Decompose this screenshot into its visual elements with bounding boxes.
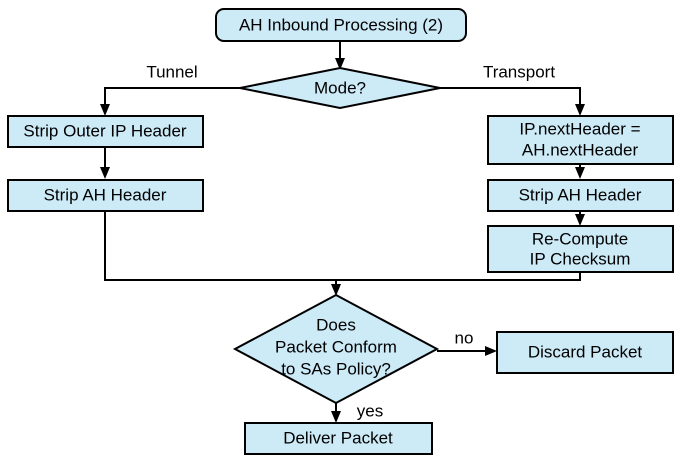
node-deliver-packet-label: Deliver Packet (283, 428, 393, 447)
edge-right-to-bus (336, 272, 581, 281)
edge-nextheader-to-stripah (575, 164, 585, 179)
node-discard-packet-label: Discard Packet (528, 342, 643, 361)
node-deliver-packet[interactable]: Deliver Packet (244, 422, 433, 455)
edge-bus-to-conform (331, 280, 341, 296)
node-recompute-ip-checksum-line1: Re-Compute (532, 229, 628, 248)
edge-label-tunnel: Tunnel (146, 62, 197, 81)
edge-stripah-to-recompute (575, 211, 585, 226)
node-conform-decision-line3: to SAs Policy? (281, 359, 391, 378)
node-conform-decision[interactable]: Does Packet Conform to SAs Policy? (232, 293, 440, 405)
edge-left-to-bus (104, 211, 336, 281)
node-strip-outer-ip-header[interactable]: Strip Outer IP Header (7, 115, 204, 148)
edge-mode-transport (440, 87, 585, 116)
node-conform-decision-line2: Packet Conform (275, 337, 397, 356)
node-strip-ah-header-tunnel[interactable]: Strip AH Header (7, 179, 204, 212)
edge-label-transport: Transport (483, 62, 555, 81)
node-strip-outer-ip-header-label: Strip Outer IP Header (23, 121, 186, 140)
node-recompute-ip-checksum[interactable]: Re-Compute IP Checksum (487, 225, 674, 273)
node-start[interactable]: AH Inbound Processing (2) (215, 8, 467, 42)
node-conform-decision-line1: Does (316, 315, 356, 334)
node-mode-decision[interactable]: Mode? (239, 66, 441, 110)
node-start-label: AH Inbound Processing (2) (239, 15, 443, 34)
node-strip-ah-header-tunnel-label: Strip AH Header (44, 185, 167, 204)
node-ip-nextheader-line2: AH.nextHeader (522, 140, 639, 159)
edge-label-no: no (455, 328, 474, 347)
node-recompute-ip-checksum-line2: IP Checksum (530, 249, 631, 268)
node-strip-ah-header-transport[interactable]: Strip AH Header (487, 179, 674, 212)
edge-stripouter-to-stripah (100, 147, 110, 179)
node-ip-nextheader-line1: IP.nextHeader = (519, 119, 640, 138)
node-discard-packet[interactable]: Discard Packet (496, 331, 674, 374)
node-ip-nextheader[interactable]: IP.nextHeader = AH.nextHeader (487, 115, 674, 165)
node-mode-label: Mode? (314, 78, 366, 97)
edge-conform-no (437, 346, 497, 356)
edge-conform-yes (331, 403, 341, 423)
edge-label-yes: yes (357, 401, 383, 420)
node-strip-ah-header-transport-label: Strip AH Header (519, 185, 642, 204)
edge-mode-tunnel (100, 87, 240, 116)
edge-start-to-mode (335, 41, 345, 70)
